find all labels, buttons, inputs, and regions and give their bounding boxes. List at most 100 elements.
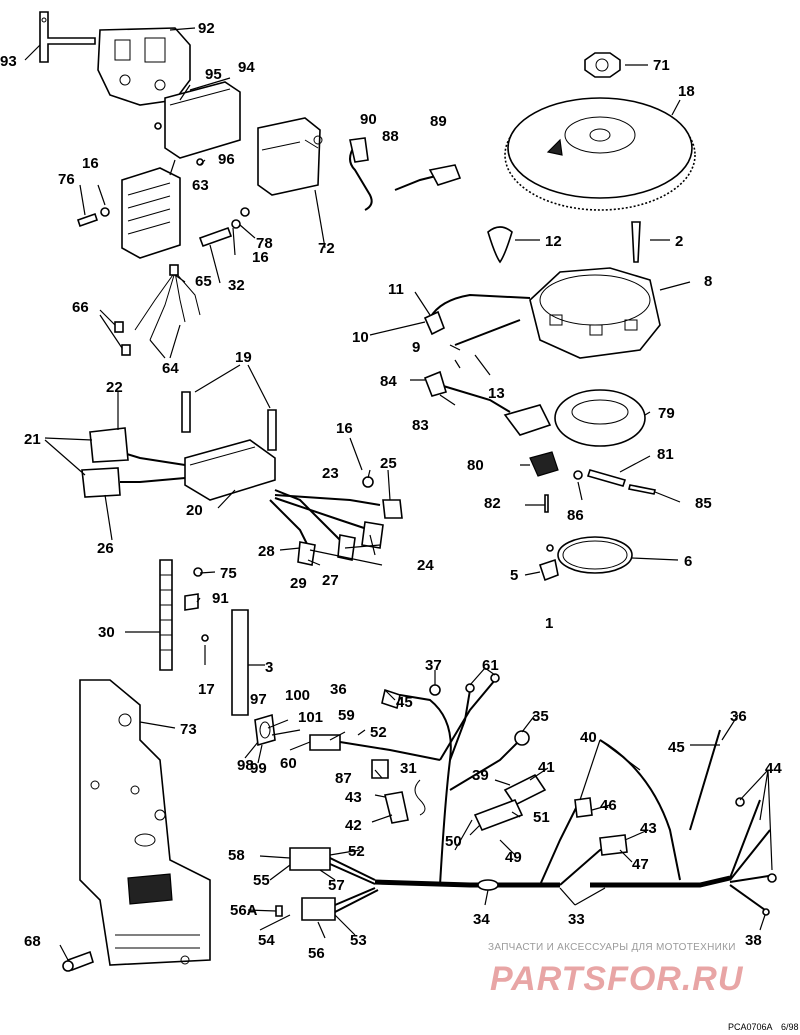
screws-and-washers-top	[76, 122, 250, 248]
label-37: 37	[425, 657, 442, 674]
ignition-module-94	[164, 81, 241, 159]
label-78: 78	[256, 235, 273, 252]
rectifier-20	[181, 391, 277, 501]
label-80: 80	[467, 457, 484, 474]
label-51: 51	[533, 809, 550, 826]
label-96: 96	[218, 151, 235, 168]
label-99: 99	[250, 760, 267, 777]
label-26: 26	[97, 540, 114, 557]
terminal-leads-64-66	[114, 264, 201, 356]
label-46: 46	[600, 797, 617, 814]
screw-2	[631, 221, 641, 263]
label-24: 24	[417, 557, 434, 574]
label-10: 10	[352, 329, 369, 346]
label-75: 75	[220, 565, 237, 582]
ignition-coil-72	[257, 117, 323, 196]
label-97: 97	[250, 691, 267, 708]
label-16b: 16	[252, 249, 269, 266]
label-3: 3	[265, 659, 273, 676]
label-64: 64	[162, 360, 179, 377]
label-9: 9	[412, 339, 420, 356]
label-56a: 56A	[230, 902, 258, 919]
label-1: 1	[545, 615, 553, 632]
label-25: 25	[380, 455, 397, 472]
stator-8	[529, 267, 661, 359]
label-92: 92	[198, 20, 215, 37]
label-39: 39	[472, 767, 489, 784]
label-101: 101	[298, 709, 323, 726]
grommet-97-101	[254, 713, 276, 747]
power-pack-63	[121, 167, 181, 259]
retaining-ring-6	[557, 536, 633, 574]
label-47: 47	[632, 856, 649, 873]
label-55: 55	[253, 872, 270, 889]
label-45a: 45	[396, 694, 413, 711]
leader-lines	[24, 27, 773, 961]
label-68: 68	[24, 933, 41, 950]
wiring-harness-33	[374, 679, 776, 911]
label-6: 6	[684, 553, 692, 570]
bracket-93	[39, 11, 96, 63]
label-23: 23	[322, 465, 339, 482]
label-85: 85	[695, 495, 712, 512]
screw-5-clip-1	[538, 544, 559, 582]
label-33: 33	[568, 911, 585, 928]
stator-leads-9-13	[423, 293, 531, 346]
label-73: 73	[180, 721, 197, 738]
label-71: 71	[653, 57, 670, 74]
label-44: 44	[765, 760, 782, 777]
label-53: 53	[350, 932, 367, 949]
label-54: 54	[258, 932, 275, 949]
label-35: 35	[532, 708, 549, 725]
label-34: 34	[473, 911, 490, 928]
label-41: 41	[538, 759, 555, 776]
timer-base-79	[423, 370, 646, 447]
label-72: 72	[318, 240, 335, 257]
label-16c: 16	[336, 420, 353, 437]
label-29: 29	[290, 575, 307, 592]
label-16a: 16	[82, 155, 99, 172]
label-65: 65	[195, 273, 212, 290]
label-87: 87	[335, 770, 352, 787]
watermark-logo: PARTSFOR.RU	[490, 960, 744, 998]
mounting-bracket-92	[97, 27, 191, 106]
label-82: 82	[484, 495, 501, 512]
label-93: 93	[0, 53, 17, 70]
label-88: 88	[382, 128, 399, 145]
label-94: 94	[238, 59, 255, 76]
label-36b: 36	[730, 708, 747, 725]
label-56: 56	[308, 945, 325, 962]
label-52a: 52	[370, 724, 387, 741]
label-90: 90	[360, 111, 377, 128]
label-61: 61	[482, 657, 499, 674]
harness-connectors	[275, 673, 777, 921]
label-83: 83	[412, 417, 429, 434]
flywheel-nut-71	[584, 52, 621, 78]
clamp-12	[487, 226, 513, 264]
figure-date: 6/98	[781, 1022, 799, 1032]
label-21: 21	[24, 431, 41, 448]
label-40: 40	[580, 729, 597, 746]
label-76: 76	[58, 171, 75, 188]
label-36a: 36	[330, 681, 347, 698]
terminal-strip-30	[159, 559, 209, 671]
label-50: 50	[445, 833, 462, 850]
label-60: 60	[280, 755, 297, 772]
harness-leads-24-29	[269, 476, 403, 566]
label-86: 86	[567, 507, 584, 524]
part-number-labels: 1 2 3 5 6 8 9 10 11 12 13 16 16 16 17 18…	[0, 20, 782, 962]
label-22: 22	[106, 379, 123, 396]
watermark-tagline: ЗАПЧАСТИ И АКСЕССУАРЫ ДЛЯ МОТОТЕХНИКИ	[488, 942, 736, 953]
watermark: ЗАПЧАСТИ И АКСЕССУАРЫ ДЛЯ МОТОТЕХНИКИ PA…	[488, 942, 744, 998]
mounting-plate-73	[79, 679, 211, 966]
flywheel-18	[504, 97, 696, 211]
label-30: 30	[98, 624, 115, 641]
label-57: 57	[328, 877, 345, 894]
label-100: 100	[285, 687, 310, 704]
label-43b: 43	[640, 820, 657, 837]
label-95: 95	[205, 66, 222, 83]
label-32: 32	[228, 277, 245, 294]
label-66: 66	[72, 299, 89, 316]
label-31: 31	[400, 760, 417, 777]
label-52b: 52	[348, 843, 365, 860]
